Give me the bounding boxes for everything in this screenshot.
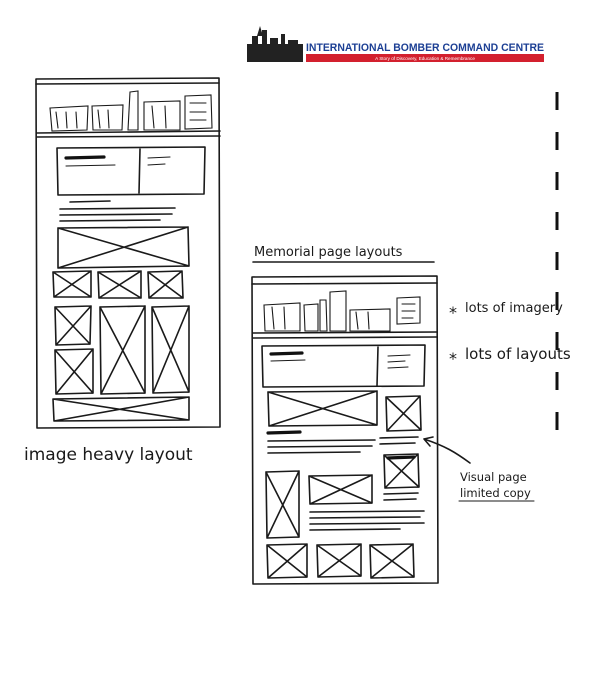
memorial-wireframe (251, 275, 439, 585)
left-caption: image heavy layout (24, 445, 193, 465)
logo-tagline: A Story of Discovery, Education & Rememb… (375, 56, 475, 61)
logo-red-bar (306, 54, 544, 62)
image-heavy-wireframe (35, 77, 221, 429)
bullet-star-icon: * (449, 349, 457, 368)
note-imagery: lots of imagery (465, 301, 563, 316)
annotation-layouts: * lots of layouts (449, 345, 571, 368)
annotation-visual-page: Visual page limited copy (458, 470, 535, 502)
note-layouts: lots of layouts (465, 345, 571, 363)
arrow-icon (423, 436, 471, 464)
logo-silhouette-icon (247, 26, 303, 62)
memorial-heading: Memorial page layouts (254, 245, 403, 260)
note-visual: Visual page (460, 470, 527, 484)
bullet-star-icon: * (449, 303, 457, 322)
note-copy: limited copy (460, 486, 531, 500)
annotation-imagery: * lots of imagery (449, 301, 563, 322)
logo-title: INTERNATIONAL BOMBER COMMAND CENTRE (306, 42, 544, 54)
ibcc-logo: INTERNATIONAL BOMBER COMMAND CENTRE A St… (247, 26, 544, 62)
